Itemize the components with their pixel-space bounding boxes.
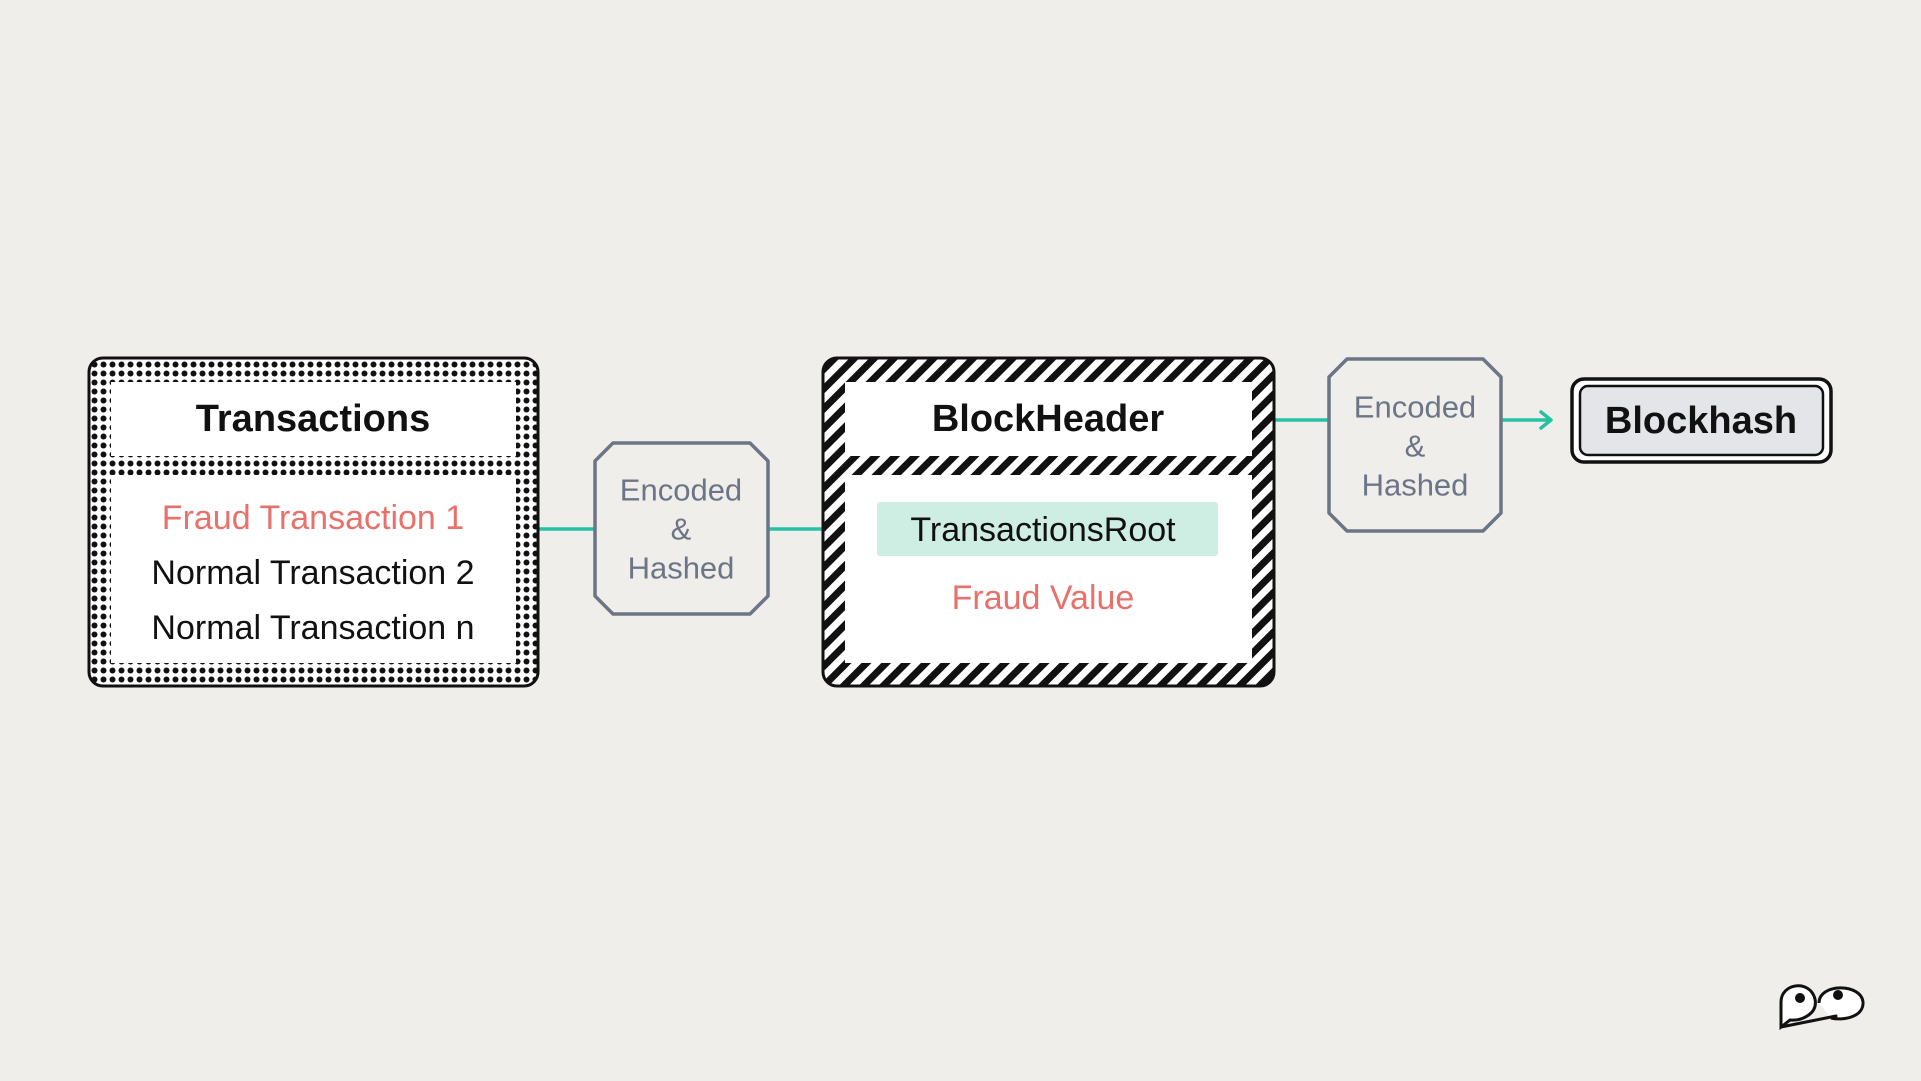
eyes-icon [1779, 984, 1865, 1031]
transactions-title: Transactions [196, 398, 430, 440]
encoder-1-line-1: Encoded [620, 473, 742, 508]
fraud-value-label: Fraud Value [952, 579, 1135, 617]
encoder-2: Encoded & Hashed [1327, 357, 1503, 533]
transaction-item-normal-n: Normal Transaction n [151, 609, 474, 647]
logo-mouth-line [1779, 1014, 1838, 1029]
transaction-item-normal-2: Normal Transaction 2 [151, 554, 474, 592]
encoder-2-line-2: & [1405, 429, 1426, 464]
blockheader-title: BlockHeader [932, 398, 1165, 440]
encoder-1-octagon [593, 441, 770, 616]
encoder-1-line-3: Hashed [628, 551, 735, 586]
encoder-1-line-2: & [671, 512, 692, 547]
transactions-root-highlight [877, 502, 1218, 556]
logo-right-pupil [1833, 990, 1843, 1000]
blockhash-box: Blockhash [1570, 377, 1833, 464]
transaction-item-fraud-1: Fraud Transaction 1 [162, 499, 464, 537]
transactions-title-panel [111, 382, 516, 456]
encoder-2-line-1: Encoded [1354, 390, 1476, 425]
blockheader-box: BlockHeader TransactionsRoot Fraud Value [821, 356, 1276, 688]
blockhash-inner-fill [1578, 384, 1825, 457]
transactions-items-panel [111, 475, 516, 663]
encoder-1: Encoded & Hashed [593, 441, 770, 616]
encoder-2-line-3: Hashed [1362, 468, 1469, 503]
logo-left-pupil [1795, 993, 1805, 1003]
blockheader-title-panel [845, 382, 1252, 456]
logo-left-eye [1779, 984, 1817, 1031]
encoder-2-octagon [1327, 357, 1503, 533]
blockhash-label: Blockhash [1605, 400, 1797, 442]
transactions-root-label: TransactionsRoot [910, 511, 1176, 549]
transactions-box: Transactions Fraud Transaction 1 Normal … [87, 356, 540, 688]
logo-right-eye [1817, 986, 1865, 1021]
